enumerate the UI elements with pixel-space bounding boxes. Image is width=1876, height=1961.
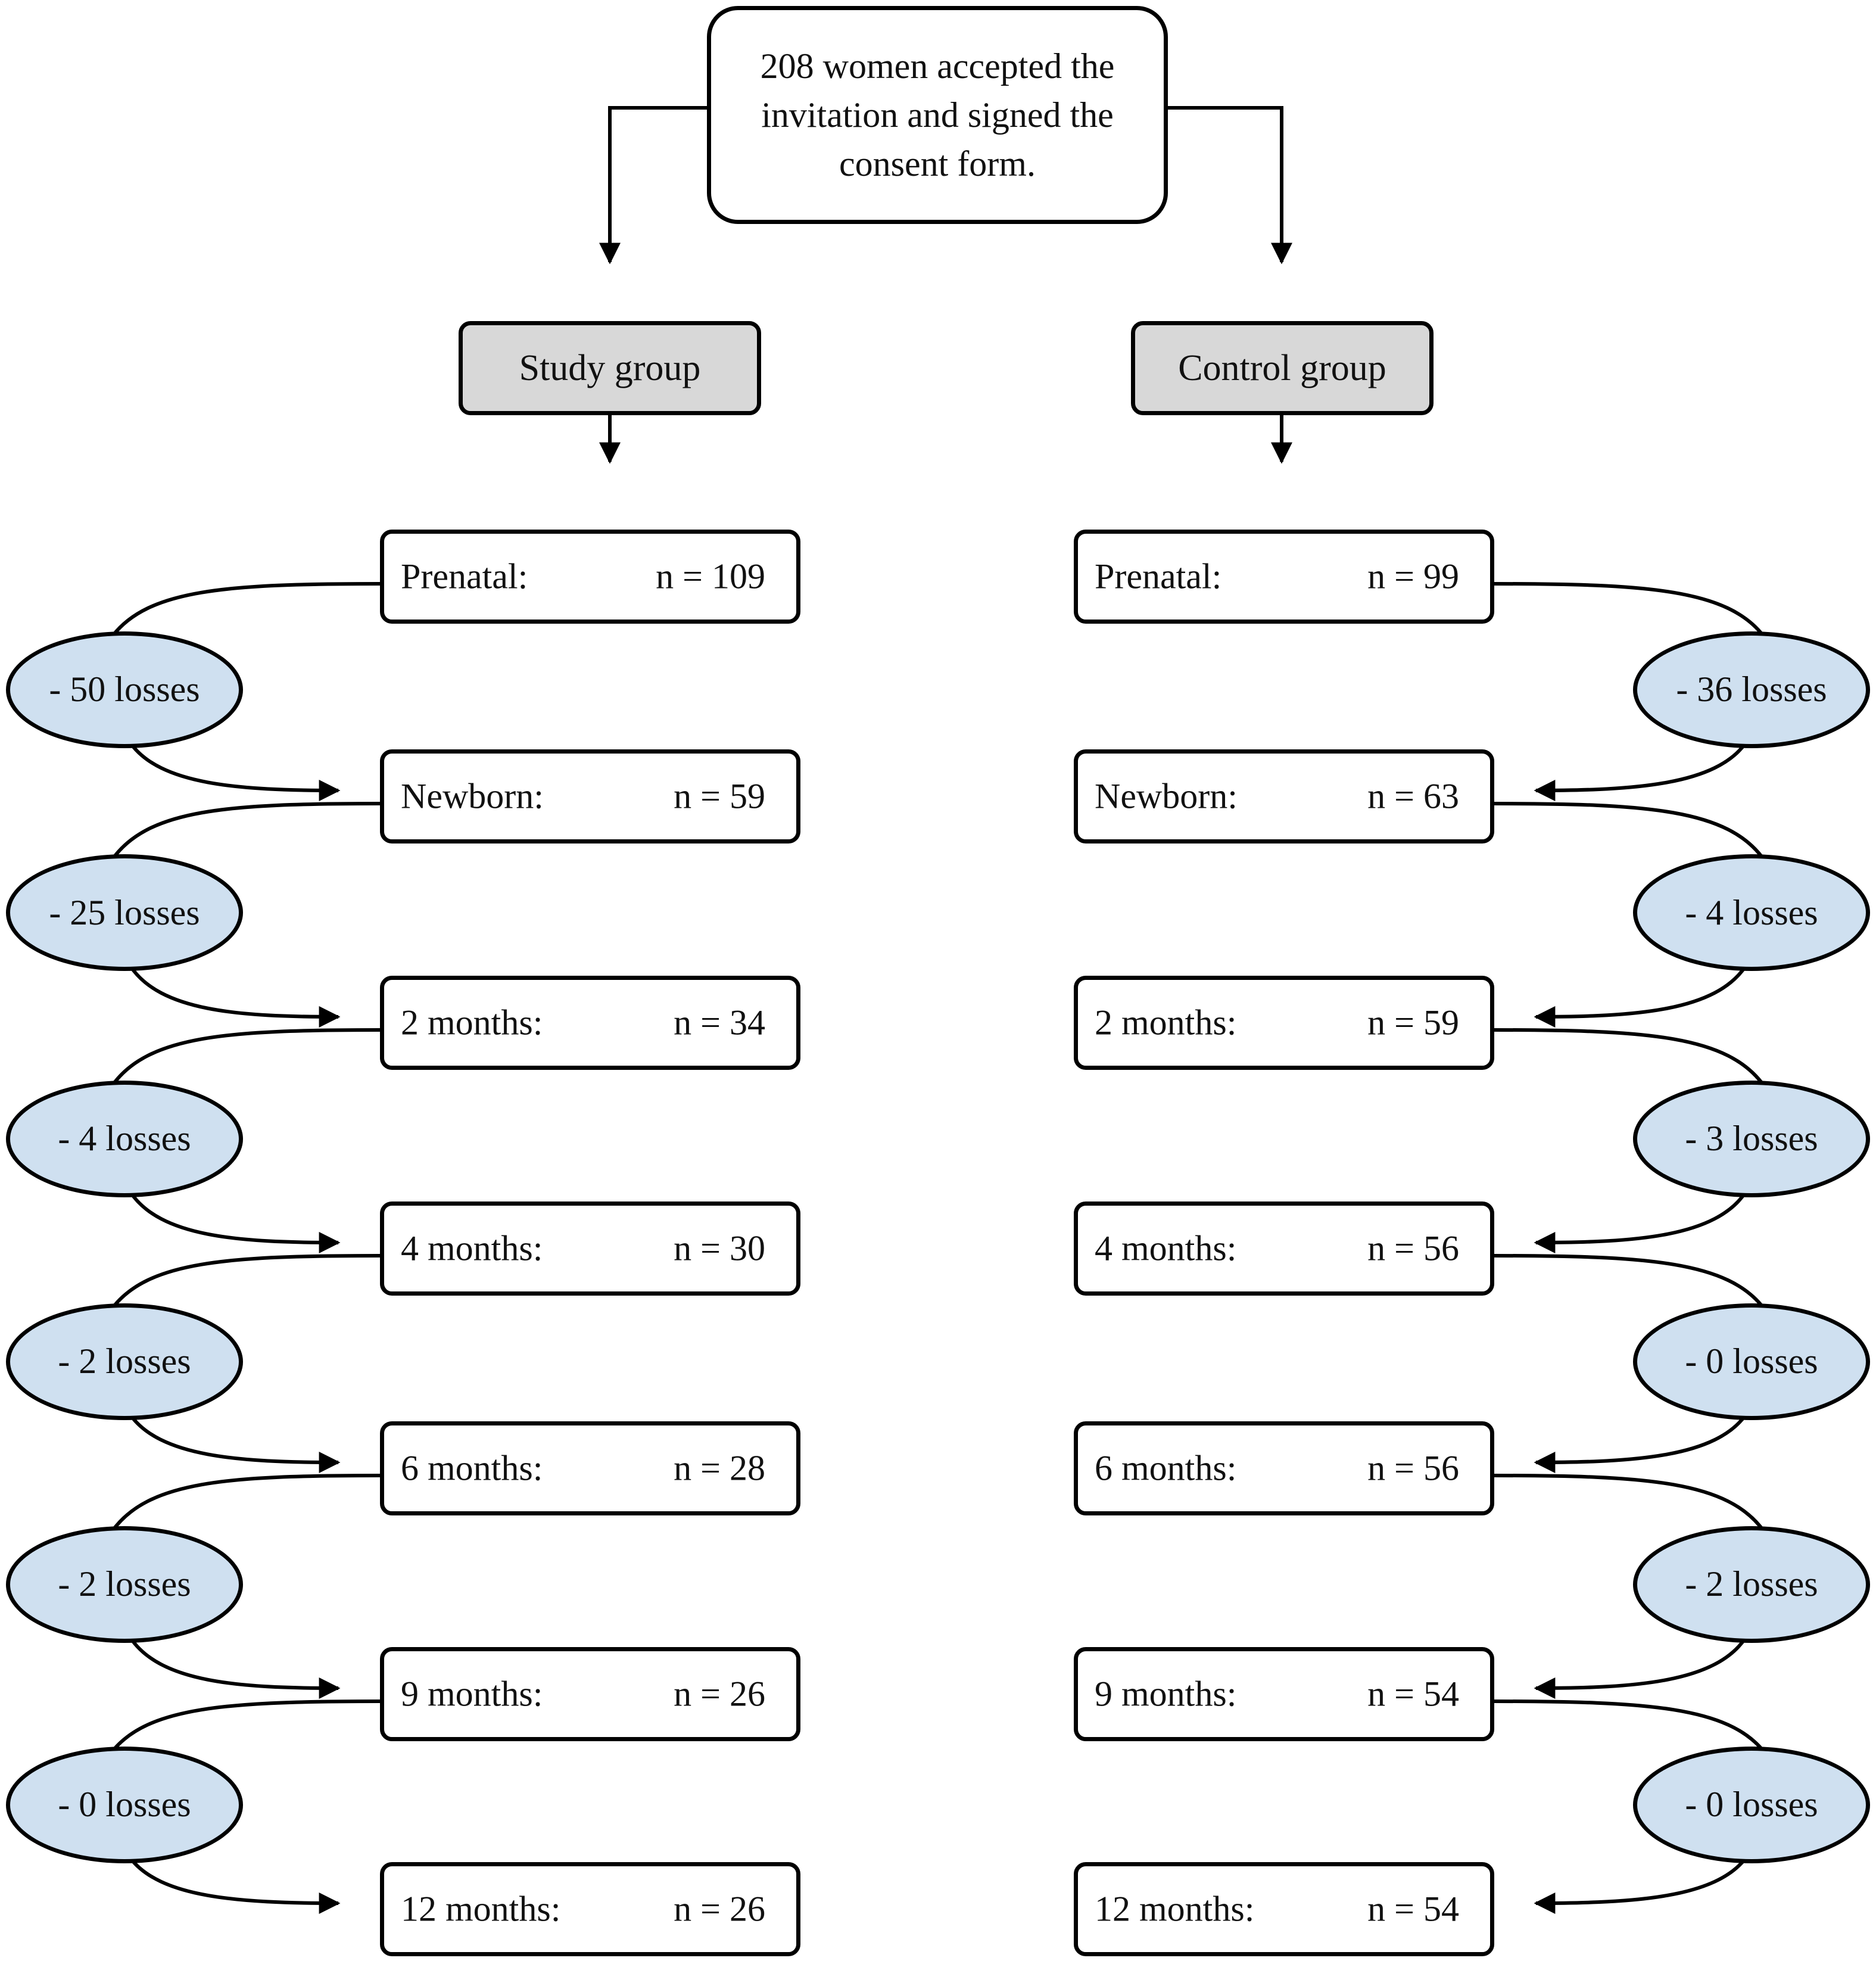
control-stage-box: Prenatal: n = 99 bbox=[1074, 530, 1494, 624]
control-stage-box: 12 months: n = 54 bbox=[1074, 1862, 1494, 1956]
study-stage-label: 9 months: bbox=[401, 1674, 543, 1714]
control-loss-curve-out bbox=[1534, 1414, 1747, 1473]
study-loss-ellipse: - 25 losses bbox=[6, 854, 243, 971]
control-stage-box: 2 months: n = 59 bbox=[1074, 976, 1494, 1070]
study-stage-label: 4 months: bbox=[401, 1228, 543, 1268]
study-stage-box: 9 months: n = 26 bbox=[380, 1647, 800, 1741]
study-loss-ellipse: - 0 losses bbox=[6, 1746, 243, 1863]
study-stage-label: 2 months: bbox=[401, 1003, 543, 1042]
control-stage-count: n = 56 bbox=[1367, 1228, 1459, 1268]
control-stage-label: Newborn: bbox=[1095, 776, 1238, 816]
study-loss-ellipse: - 4 losses bbox=[6, 1080, 243, 1197]
study-stage-count: n = 59 bbox=[674, 776, 765, 816]
study-loss-curve-in bbox=[111, 582, 381, 637]
control-stage-label: 9 months: bbox=[1095, 1674, 1237, 1714]
control-stage-count: n = 56 bbox=[1367, 1448, 1459, 1488]
control-loss-curve-in bbox=[1494, 802, 1765, 860]
control-loss-ellipse: - 4 losses bbox=[1633, 854, 1870, 971]
study-loss-ellipse: - 2 losses bbox=[6, 1303, 243, 1420]
study-stage-label: 6 months: bbox=[401, 1448, 543, 1488]
study-loss-curve-out bbox=[129, 1191, 341, 1253]
arrow-top-to-study bbox=[599, 106, 707, 264]
study-loss-curve-in bbox=[111, 1028, 381, 1087]
study-loss-ellipse: - 50 losses bbox=[6, 631, 243, 748]
study-loss-curve-in bbox=[111, 1254, 381, 1309]
control-loss-ellipse: - 0 losses bbox=[1633, 1746, 1870, 1863]
control-loss-curve-in bbox=[1494, 1254, 1765, 1309]
control-loss-ellipse: - 0 losses bbox=[1633, 1303, 1870, 1420]
study-loss-curve-in bbox=[111, 802, 381, 860]
study-stage-box: Prenatal: n = 109 bbox=[380, 530, 800, 624]
study-stage-box: 2 months: n = 34 bbox=[380, 976, 800, 1070]
control-loss-curve-in bbox=[1494, 1474, 1765, 1532]
control-loss-curve-out bbox=[1534, 1191, 1747, 1253]
control-group-label: Control group bbox=[1178, 347, 1386, 388]
control-stage-count: n = 63 bbox=[1367, 776, 1459, 816]
control-loss-curve-in bbox=[1494, 1699, 1765, 1753]
study-group-box: Study group bbox=[459, 321, 761, 415]
study-loss-ellipse: - 2 losses bbox=[6, 1526, 243, 1643]
study-stage-count: n = 34 bbox=[674, 1003, 765, 1042]
control-stage-label: 12 months: bbox=[1095, 1889, 1255, 1929]
control-loss-ellipse: - 36 losses bbox=[1633, 631, 1870, 748]
control-loss-curve-in bbox=[1494, 582, 1765, 637]
control-stage-label: Prenatal: bbox=[1095, 556, 1222, 596]
control-loss-curve-out bbox=[1534, 1857, 1747, 1914]
control-stage-count: n = 54 bbox=[1367, 1889, 1459, 1929]
study-loss-curve-out bbox=[129, 965, 341, 1028]
study-stage-box: Newborn: n = 59 bbox=[380, 749, 800, 843]
study-loss-curve-out bbox=[129, 742, 341, 801]
study-stage-count: n = 109 bbox=[656, 556, 765, 596]
control-stage-label: 6 months: bbox=[1095, 1448, 1237, 1488]
control-stage-label: 4 months: bbox=[1095, 1228, 1237, 1268]
control-stage-box: 6 months: n = 56 bbox=[1074, 1421, 1494, 1515]
study-stage-count: n = 28 bbox=[674, 1448, 765, 1488]
study-loss-curve-out bbox=[129, 1636, 341, 1699]
study-stage-label: 12 months: bbox=[401, 1889, 561, 1929]
arrow-top-to-control bbox=[1168, 106, 1292, 264]
control-stage-count: n = 99 bbox=[1367, 556, 1459, 596]
control-loss-curve-out bbox=[1534, 742, 1747, 801]
study-stage-box: 4 months: n = 30 bbox=[380, 1201, 800, 1296]
study-stage-count: n = 26 bbox=[674, 1674, 765, 1714]
control-loss-curve-in bbox=[1494, 1028, 1765, 1087]
enrollment-box: 208 women accepted the invitation and si… bbox=[707, 6, 1168, 224]
control-stage-count: n = 54 bbox=[1367, 1674, 1459, 1714]
enrollment-text: 208 women accepted the invitation and si… bbox=[760, 46, 1115, 183]
control-stage-label: 2 months: bbox=[1095, 1003, 1237, 1042]
control-stage-box: Newborn: n = 63 bbox=[1074, 749, 1494, 843]
study-stage-label: Prenatal: bbox=[401, 556, 528, 596]
study-loss-curve-out bbox=[129, 1857, 341, 1914]
study-loss-curve-out bbox=[129, 1414, 341, 1473]
control-stage-box: 4 months: n = 56 bbox=[1074, 1201, 1494, 1296]
study-stage-box: 6 months: n = 28 bbox=[380, 1421, 800, 1515]
study-loss-curve-in bbox=[111, 1699, 381, 1753]
study-stage-box: 12 months: n = 26 bbox=[380, 1862, 800, 1956]
control-loss-curve-out bbox=[1534, 1636, 1747, 1699]
study-group-label: Study group bbox=[519, 347, 701, 388]
control-loss-ellipse: - 3 losses bbox=[1633, 1080, 1870, 1197]
study-stage-label: Newborn: bbox=[401, 776, 544, 816]
study-stage-count: n = 26 bbox=[674, 1889, 765, 1929]
study-stage-count: n = 30 bbox=[674, 1228, 765, 1268]
study-loss-curve-in bbox=[111, 1474, 381, 1532]
control-group-box: Control group bbox=[1131, 321, 1434, 415]
control-stage-box: 9 months: n = 54 bbox=[1074, 1647, 1494, 1741]
control-loss-ellipse: - 2 losses bbox=[1633, 1526, 1870, 1643]
control-loss-curve-out bbox=[1534, 965, 1747, 1028]
control-stage-count: n = 59 bbox=[1367, 1003, 1459, 1042]
